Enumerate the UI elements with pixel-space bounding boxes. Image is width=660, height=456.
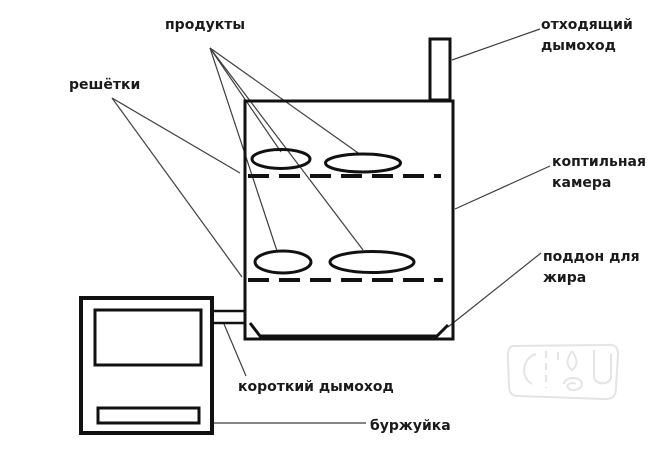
label-products: продукты bbox=[165, 17, 246, 33]
watermark-shape-c bbox=[523, 353, 537, 385]
label-short-chimney: короткий дымоход bbox=[238, 379, 394, 395]
leader-fat-tray bbox=[447, 252, 542, 328]
product-ellipse-bottom-right bbox=[328, 250, 416, 274]
stove-ash-slot bbox=[96, 406, 201, 425]
label-grates: решётки bbox=[69, 77, 141, 93]
leader-short-chimney bbox=[223, 323, 247, 377]
product-ellipse-top-right bbox=[324, 152, 402, 174]
leader-exhaust-chimney bbox=[451, 28, 541, 61]
exhaust-chimney-shape bbox=[428, 37, 452, 102]
fat-tray-shape bbox=[248, 322, 450, 338]
watermark-spiral bbox=[563, 377, 583, 391]
smoking-chamber-outline bbox=[243, 99, 455, 341]
label-stove: буржуйка bbox=[370, 418, 451, 434]
product-ellipse-bottom-left bbox=[253, 249, 313, 275]
label-fat-tray: поддон для жира bbox=[543, 249, 640, 286]
leader-grates-lower bbox=[111, 97, 243, 278]
label-exhaust-chimney: отходящий дымоход bbox=[541, 17, 633, 54]
leader-grates-upper bbox=[111, 97, 241, 174]
watermark-shape-u bbox=[593, 350, 612, 385]
watermark-border bbox=[506, 343, 620, 401]
watermark-teardrop bbox=[566, 350, 578, 372]
product-ellipse-top-left bbox=[250, 148, 312, 170]
stove-firebox-door bbox=[93, 308, 203, 367]
leader-smoking-chamber bbox=[454, 165, 551, 210]
short-chimney-pipe bbox=[213, 309, 245, 325]
watermark bbox=[506, 343, 620, 401]
label-smoking-chamber: коптильная камера bbox=[552, 154, 646, 191]
product-ellipses bbox=[250, 148, 416, 275]
